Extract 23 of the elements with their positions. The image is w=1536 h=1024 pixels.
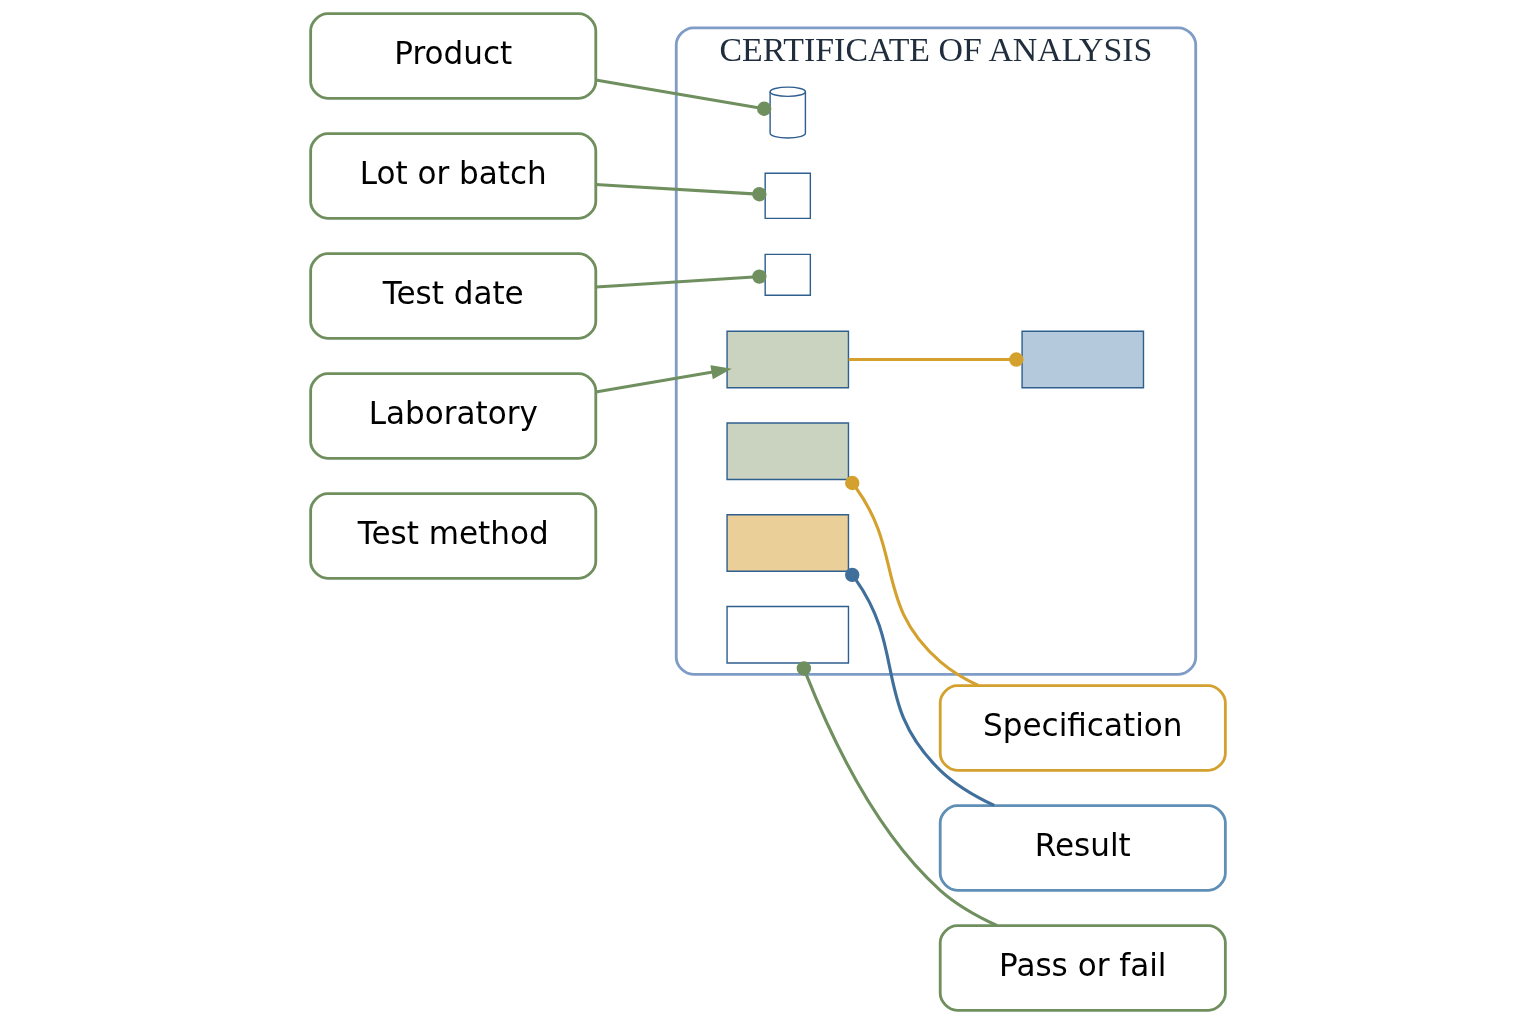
node-box: Product	[309, 12, 598, 100]
node-box: Test date	[309, 252, 598, 340]
connector	[845, 567, 995, 807]
node-box: Laboratory	[309, 372, 598, 460]
node-box	[726, 605, 850, 664]
node-box	[1021, 330, 1145, 389]
connector	[595, 78, 772, 116]
connector	[848, 352, 1024, 367]
node-barcode	[764, 172, 812, 220]
node-calendar	[764, 253, 812, 297]
arrow	[595, 365, 732, 394]
node-box	[726, 514, 850, 572]
node-box	[726, 422, 850, 481]
connector	[595, 182, 767, 202]
connector	[796, 661, 998, 927]
node-box: Result	[938, 804, 1227, 892]
node-box: Pass or fail	[938, 924, 1227, 1012]
connector	[845, 475, 979, 687]
connector	[595, 269, 767, 289]
node-box: Lot or batch	[309, 132, 598, 220]
node-box: Test method	[309, 492, 598, 580]
node-box	[726, 330, 850, 389]
node-box: Specification	[938, 684, 1227, 772]
